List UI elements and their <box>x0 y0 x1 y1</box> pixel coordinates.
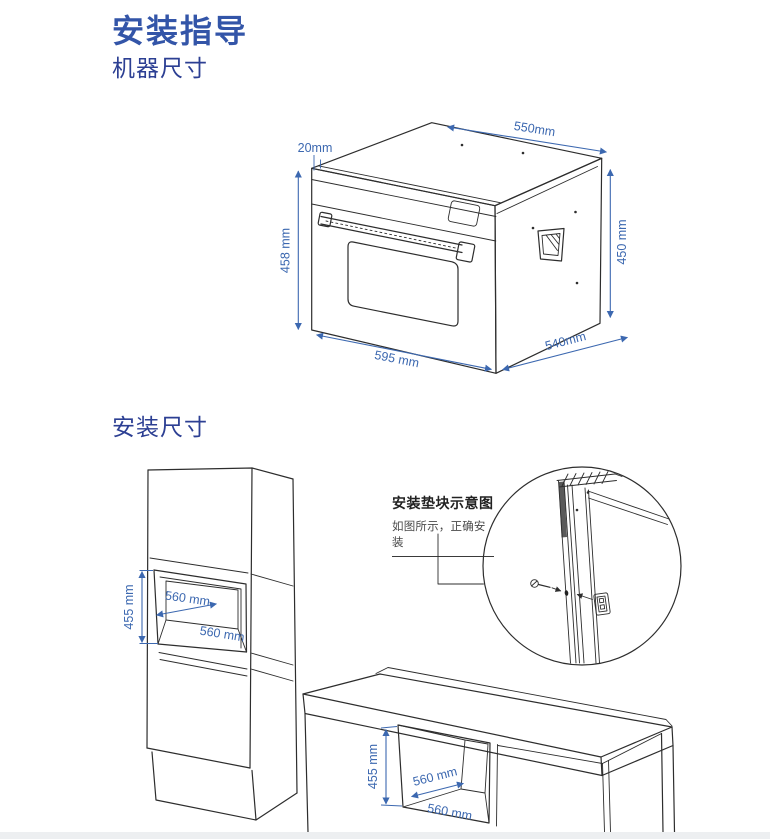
dim-ticks-top-lip <box>313 155 321 171</box>
dim-label-top-depth: 550mm <box>513 119 556 139</box>
tall-cabinet-drawing: 455 mm 560 mm 560 mm <box>122 467 298 821</box>
mounting-hole <box>564 590 569 596</box>
page-footer-strip <box>0 832 770 839</box>
dim-line-side-depth <box>501 335 629 372</box>
spacer-note: 安装垫块示意图 如图所示，正确安装 <box>392 493 494 557</box>
section-heading-machine-dimensions: 机器尺寸 <box>112 55 208 81</box>
page-title: 安装指导 <box>112 13 249 49</box>
oven-display <box>447 200 481 227</box>
dim-label-tall-niche-depth: 560 mm <box>199 624 246 645</box>
dim-label-base-niche-depth: 560 mm <box>411 764 458 789</box>
dim-label-front-height: 458 mm <box>279 228 293 273</box>
oven-handle <box>317 211 476 263</box>
dim-line-top-depth <box>446 124 608 155</box>
dim-label-base-niche-width: 560 mm <box>426 801 473 823</box>
dim-line-tall-niche-width <box>155 601 218 618</box>
dim-line-front-width <box>315 332 493 372</box>
spacer-note-title: 安装垫块示意图 <box>392 495 494 511</box>
magnifier-circle <box>482 466 682 666</box>
dim-label-side-height: 450 mm <box>615 219 629 264</box>
base-cabinet-drawing: 455 mm 560 mm 560 mm <box>302 667 676 833</box>
frame-shadow-strip <box>558 481 567 538</box>
screw-pointer-arrow <box>551 586 562 592</box>
dim-label-base-niche-height: 455 mm <box>366 744 380 789</box>
spacer-pointer-arrow <box>576 593 593 600</box>
oven-drawing: 550mm 20mm 458 mm 450 mm 595 mm 540mm <box>279 119 629 374</box>
section-heading-install-dimensions: 安装尺寸 <box>112 414 208 440</box>
spacer-detail-circle <box>437 466 682 666</box>
spacer-note-subtitle: 如图所示，正确安装 <box>392 521 486 549</box>
dim-label-top-lip: 20mm <box>298 141 333 155</box>
note-leader-line <box>437 533 484 585</box>
dim-line-base-niche-depth <box>410 781 465 799</box>
oven-side-handle-recess <box>537 227 565 262</box>
dim-label-tall-niche-width: 560 mm <box>164 588 211 608</box>
screw-icon <box>530 579 551 588</box>
spacer-block-icon <box>593 592 611 616</box>
dim-label-tall-niche-height: 455 mm <box>122 584 136 629</box>
dim-label-front-width: 595 mm <box>373 348 420 370</box>
oven-door-window <box>347 241 459 327</box>
